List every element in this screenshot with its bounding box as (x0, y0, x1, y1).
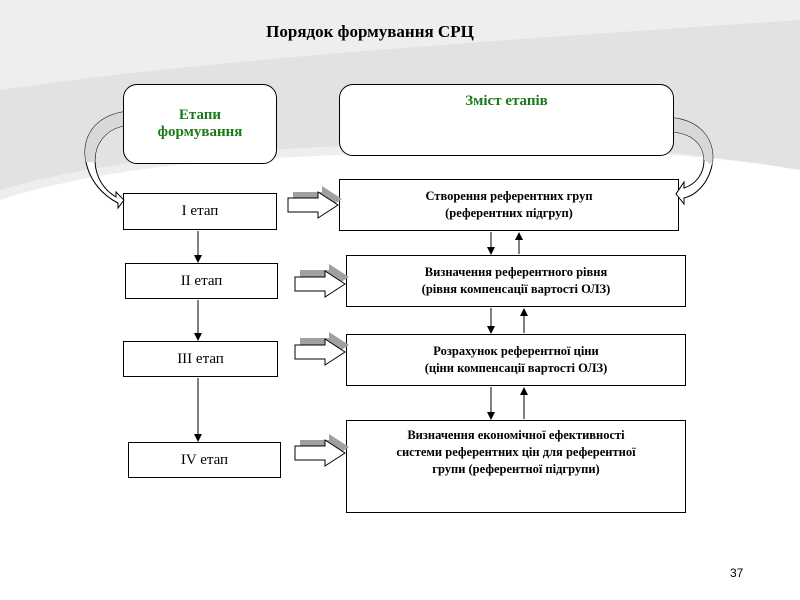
content-label-1: Створення референтних груп (референтних … (425, 189, 593, 220)
stage-box-2: ІІ етап (125, 263, 278, 299)
stages-header-label: Етапи формування (157, 107, 243, 140)
content-label-2: Визначення референтного рівня (рівня ком… (421, 265, 611, 296)
stage-label-3: ІІІ етап (177, 350, 224, 367)
content-box-2: Визначення референтного рівня (рівня ком… (346, 255, 686, 307)
stages-header: Етапи формування (123, 84, 277, 164)
page-number: 37 (730, 566, 744, 580)
content-header: Зміст етапів (339, 84, 674, 156)
content-label-4: Визначення економічної ефективності сист… (396, 428, 636, 476)
content-header-label: Зміст етапів (465, 93, 548, 109)
stage-label-1: І етап (181, 203, 219, 219)
content-box-1: Створення референтних груп (референтних … (339, 179, 679, 231)
stage-box-4: IV етап (128, 442, 281, 478)
stage-label-2: ІІ етап (180, 272, 223, 289)
stage-label-4: IV етап (180, 451, 229, 468)
content-box-3: Розрахунок референтної ціни (ціни компен… (346, 334, 686, 386)
content-box-4: Визначення економічної ефективності сист… (346, 420, 686, 513)
content-label-3: Розрахунок референтної ціни (ціни компен… (424, 344, 608, 375)
stage-box-1: І етап (123, 193, 277, 230)
stage-box-3: ІІІ етап (123, 341, 278, 377)
page-title: Порядок формування СРЦ (266, 22, 474, 41)
